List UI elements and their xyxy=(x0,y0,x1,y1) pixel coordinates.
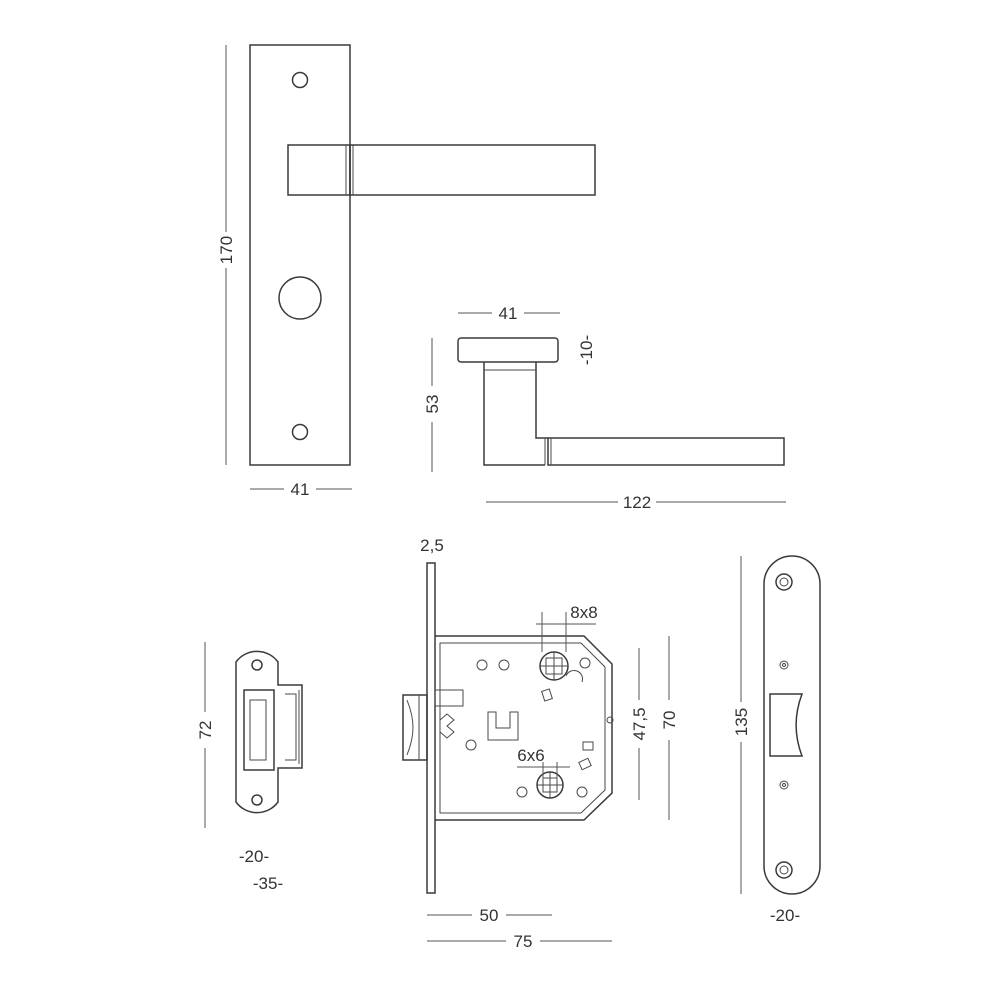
forend-latch-opening xyxy=(769,693,804,757)
strike-inner-width-label: -20- xyxy=(239,847,269,866)
dim-forend-height: 135 xyxy=(732,556,751,894)
lock-case-outline xyxy=(435,635,613,821)
dim-plate-width: 41 xyxy=(250,480,352,499)
forend-bottom-screw xyxy=(775,861,793,879)
dim-cylinder-square: 6x6 xyxy=(517,746,570,780)
rose-depth-label: -10- xyxy=(577,335,596,365)
plate-height-label: 170 xyxy=(217,236,236,264)
strike-top-screw xyxy=(251,659,263,671)
cylinder-spindle xyxy=(536,771,564,799)
backplate-outline xyxy=(249,44,351,466)
strike-outer-width-label: -35- xyxy=(253,874,283,893)
lock-depth-label: 75 xyxy=(514,932,533,951)
lever-neck-left xyxy=(483,362,545,466)
rose-hole xyxy=(278,276,322,320)
bottom-screw-hole xyxy=(291,423,309,441)
faceplate-thickness-label: 2,5 xyxy=(420,536,444,555)
dim-lever-height: 53 xyxy=(423,338,442,472)
forend-follower-mark xyxy=(779,660,789,670)
strike-bottom-screw xyxy=(251,794,263,806)
dim-case-height: 70 xyxy=(660,636,679,820)
cylinder-square-label: 6x6 xyxy=(517,746,544,765)
strike-latch-opening xyxy=(243,689,275,771)
mortise-lock-body xyxy=(402,562,614,894)
rose-profile xyxy=(457,337,559,363)
lever-profile xyxy=(547,437,785,466)
case-height-label: 70 xyxy=(660,711,679,730)
faceplate xyxy=(426,562,436,894)
forend-cylinder-mark xyxy=(779,780,789,790)
dim-rose-diameter: 41 xyxy=(458,304,560,323)
dim-plate-height: 170 xyxy=(217,45,236,465)
forend-top-screw xyxy=(775,573,793,591)
forend-height-label: 135 xyxy=(732,708,751,736)
lever-spring-cradle xyxy=(487,711,519,741)
follower-square-label: 8x8 xyxy=(570,603,597,622)
dim-strike-height: 72 xyxy=(196,642,215,828)
lever-stub xyxy=(287,144,351,196)
forend-outline xyxy=(763,555,821,895)
forend-width-label: -20- xyxy=(770,906,800,925)
dim-lever-length: 122 xyxy=(486,493,786,512)
dim-faceplate-thickness: 2,5 xyxy=(420,536,444,555)
lever-arm xyxy=(349,144,596,196)
lever-side-view xyxy=(457,337,785,466)
backset-label: 50 xyxy=(480,906,499,925)
plate-width-label: 41 xyxy=(291,480,310,499)
lever-height-label: 53 xyxy=(423,395,442,414)
dim-rose-depth: -10- xyxy=(577,335,596,365)
dim-backset: 50 xyxy=(427,906,552,925)
rose-diameter-label: 41 xyxy=(499,304,518,323)
strike-height-label: 72 xyxy=(196,721,215,740)
follower-spindle xyxy=(539,651,584,683)
handle-plate-front-view xyxy=(249,44,596,466)
dim-center-distance: 47,5 xyxy=(630,648,649,800)
center-distance-label: 47,5 xyxy=(630,707,649,740)
dim-follower-square: 8x8 xyxy=(536,603,598,652)
dim-lock-depth: 75 xyxy=(427,932,612,951)
forend-plate xyxy=(763,555,821,895)
lever-length-label: 122 xyxy=(623,493,651,512)
latch-bolt xyxy=(402,694,428,761)
top-screw-hole xyxy=(291,71,309,89)
strike-plate-outline xyxy=(235,650,303,814)
strike-plate xyxy=(235,650,303,814)
